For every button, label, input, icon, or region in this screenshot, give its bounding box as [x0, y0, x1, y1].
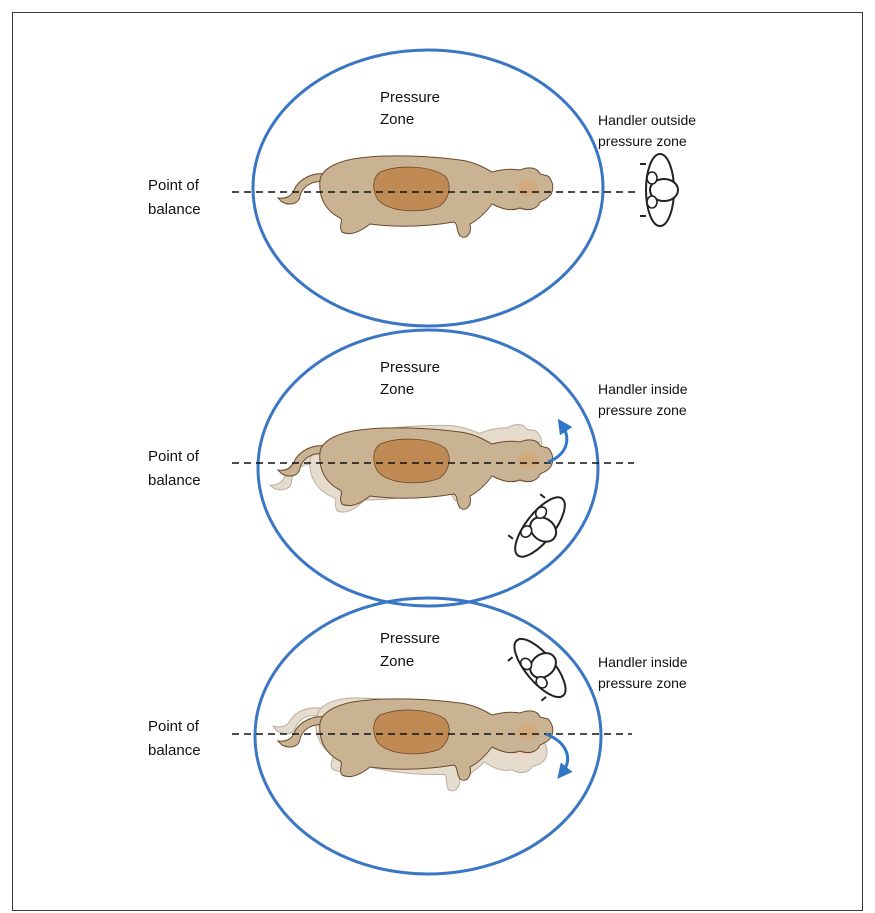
- handler-top-view-icon: [502, 486, 576, 566]
- pressure-zone-label-1: Pressure: [380, 359, 440, 376]
- panel-handler-outside: Pressure Zone Point of balance Handler o…: [148, 50, 696, 326]
- point-of-balance-label-1: Point of: [148, 177, 200, 194]
- pressure-zone-label-1: Pressure: [380, 89, 440, 106]
- pressure-zone-label-1: Pressure: [380, 630, 440, 647]
- handler-label-1: Handler outside: [598, 112, 696, 128]
- handler-label-2: pressure zone: [598, 133, 687, 149]
- point-of-balance-label-1: Point of: [148, 448, 200, 465]
- panel-handler-inside-ahead: Pressure Zone Point of balance Handler i…: [148, 598, 688, 874]
- handler-label-2: pressure zone: [598, 402, 687, 418]
- point-of-balance-label-2: balance: [148, 201, 201, 218]
- handler-label-1: Handler inside: [598, 381, 688, 397]
- handler-top-view-icon: [640, 154, 678, 226]
- pressure-zone-label-2: Zone: [380, 381, 414, 398]
- handler-top-view-icon: [502, 629, 577, 709]
- handler-label-2: pressure zone: [598, 675, 687, 691]
- pressure-zone-label-2: Zone: [380, 653, 414, 670]
- cow-top-view-icon: [278, 156, 553, 237]
- point-of-balance-label-2: balance: [148, 472, 201, 489]
- point-of-balance-label-2: balance: [148, 742, 201, 759]
- panel-handler-inside-behind: Pressure Zone Point of balance Handler i…: [148, 330, 688, 606]
- pressure-zone-label-2: Zone: [380, 111, 414, 128]
- point-of-balance-label-1: Point of: [148, 718, 200, 735]
- handler-label-1: Handler inside: [598, 654, 688, 670]
